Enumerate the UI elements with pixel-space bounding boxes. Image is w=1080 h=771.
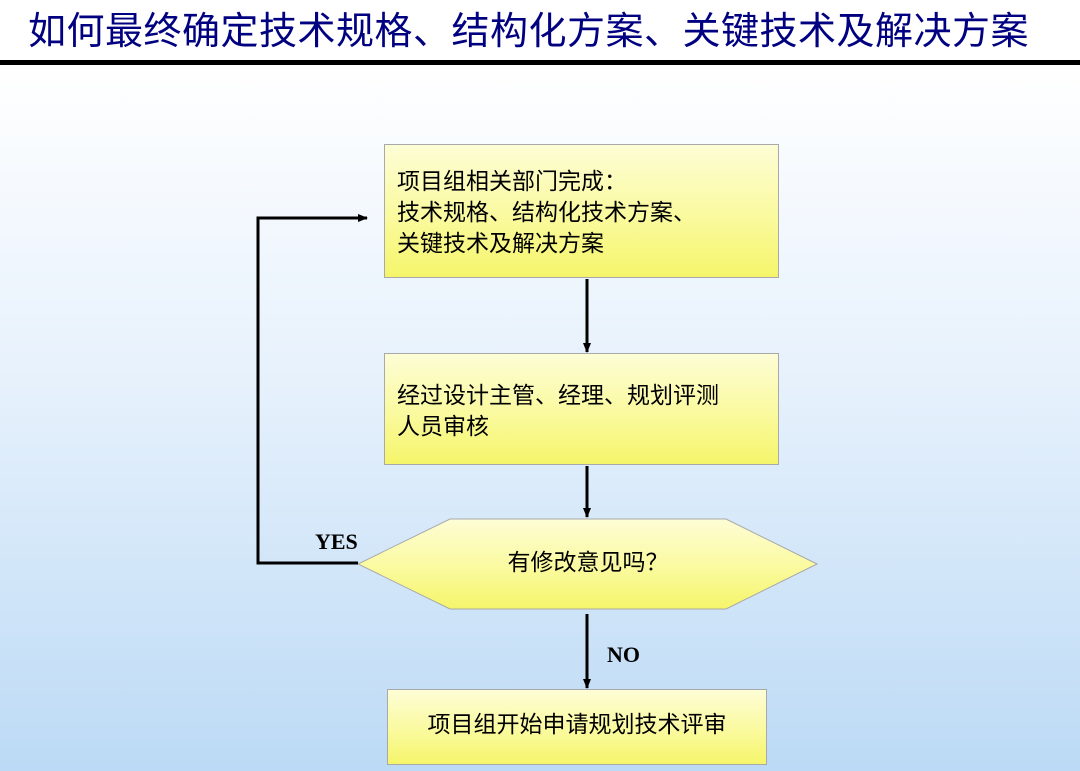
yes-branch-label: YES xyxy=(315,529,358,554)
process-box-line: 项目组开始申请规划技术评审 xyxy=(427,712,727,738)
title-divider xyxy=(0,60,1080,65)
arrow-yes-loop xyxy=(256,214,368,565)
page-title: 如何最终确定技术规格、结构化方案、关键技术及解决方案 xyxy=(28,9,1030,53)
process-box-apply-review: 项目组开始申请规划技术评审 xyxy=(387,689,767,765)
process-box-line: 人员审核 xyxy=(397,414,489,440)
header: 如何最终确定技术规格、结构化方案、关键技术及解决方案 xyxy=(0,0,1080,60)
process-box-complete-specs: 项目组相关部门完成： 技术规格、结构化技术方案、 关键技术及解决方案 xyxy=(384,144,779,278)
no-branch-label: NO xyxy=(607,642,640,667)
process-box-line: 技术规格、结构化技术方案、 xyxy=(397,200,696,226)
decision-question: 有修改意见吗？ xyxy=(507,550,669,576)
process-box-line: 关键技术及解决方案 xyxy=(397,231,604,257)
process-box-line: 项目组相关部门完成： xyxy=(397,169,627,195)
decision-hexagon xyxy=(358,518,818,610)
process-box-line: 经过设计主管、经理、规划评测 xyxy=(397,383,719,409)
process-box-review: 经过设计主管、经理、规划评测 人员审核 xyxy=(384,353,779,465)
